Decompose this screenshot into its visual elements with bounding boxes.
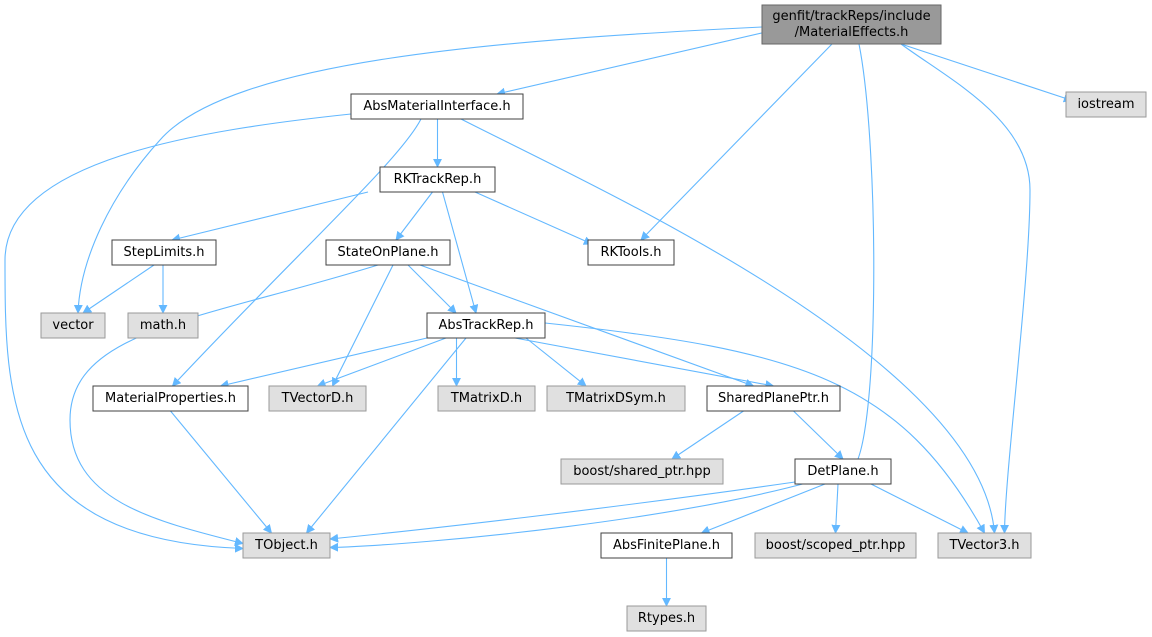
node-boost-shared-ptr-hpp: boost/shared_ptr.hpp: [560, 458, 724, 485]
node-rtypes-h: Rtypes.h: [626, 605, 707, 632]
node-tobject-h: TObject.h: [242, 532, 331, 559]
node-label: math.h: [140, 318, 186, 333]
node-label: AbsFinitePlane.h: [613, 538, 720, 553]
node-math-h: math.h: [127, 312, 199, 339]
edge-atr-to-tobj: [305, 337, 467, 534]
node-label: iostream: [1077, 97, 1134, 112]
edge-mp-to-tobj: [170, 410, 273, 534]
edge-me-to-vec: [73, 26, 763, 314]
node-label: DetPlane.h: [807, 464, 878, 479]
edge-rkr-to-rkt: [474, 191, 593, 245]
node-boost-scoped-ptr-hpp: boost/scoped_ptr.hpp: [754, 532, 917, 559]
node-label: AbsTrackRep.h: [438, 318, 533, 333]
node-label: vector: [52, 318, 94, 333]
edge-sop-to-spp: [419, 264, 755, 388]
node-box: [761, 4, 942, 45]
edge-atr-to-spp: [514, 337, 775, 389]
node-label: TMatrixD.h: [450, 391, 522, 406]
node-label: boost/shared_ptr.hpp: [573, 464, 711, 479]
node-tmatrixd-h: TMatrixD.h: [437, 385, 536, 412]
node-label: /MaterialEffects.h: [795, 25, 909, 40]
edge-dp-to-afp: [700, 483, 826, 535]
edge-atr-to-tv3: [544, 322, 985, 534]
edge-dp-to-bscp: [831, 483, 841, 534]
edge-me-to-ios: [900, 43, 1073, 103]
node-box: [1065, 91, 1147, 118]
edge-ami-to-tv3: [460, 118, 999, 534]
node-box: [350, 93, 524, 120]
node-label: boost/scoped_ptr.hpp: [766, 538, 906, 553]
node-tmatrixdsym-h: TMatrixDSym.h: [546, 385, 686, 412]
edge-ami-to-tobj: [4, 113, 352, 553]
node-label: genfit/trackReps/include: [772, 9, 930, 24]
node-label: AbsMaterialInterface.h: [363, 99, 510, 114]
node-box: [127, 312, 199, 339]
node-absmaterialinterface-h[interactable]: AbsMaterialInterface.h: [350, 93, 524, 120]
node-box: [242, 532, 331, 559]
node-tvector3-h: TVector3.h: [937, 532, 1032, 559]
edge-ami-to-mp: [171, 118, 422, 387]
node-box: [437, 385, 536, 412]
node-label: TMatrixDSym.h: [565, 391, 666, 406]
edge-me-to-ami: [496, 31, 765, 97]
nodes: genfit/trackReps/include/MaterialEffects…: [40, 4, 1147, 632]
node-box: [546, 385, 686, 412]
node-detplane-h[interactable]: DetPlane.h: [794, 458, 892, 485]
node-abstrackrep-h[interactable]: AbsTrackRep.h: [426, 312, 546, 339]
node-iostream: iostream: [1065, 91, 1147, 118]
node-label: TObject.h: [254, 538, 318, 553]
edge-rkr-to-sop: [395, 191, 433, 241]
node-label: SharedPlanePtr.h: [718, 391, 829, 406]
edge-spp-to-bsp: [671, 410, 744, 460]
node-box: [111, 239, 217, 266]
edge-dp-to-tv3: [870, 483, 969, 534]
edge-dp-to-tobj: [329, 481, 796, 543]
node-materialproperties-h[interactable]: MaterialProperties.h: [92, 385, 249, 412]
node-box: [587, 239, 675, 266]
node-box: [600, 532, 733, 559]
edge-rkr-to-atr: [441, 191, 479, 314]
node-box: [706, 385, 841, 412]
node-box: [754, 532, 917, 559]
node-label: Rtypes.h: [638, 611, 695, 626]
node-vector: vector: [40, 312, 106, 339]
edge-sop-to-tobj: [69, 264, 379, 546]
node-label: MaterialProperties.h: [105, 391, 236, 406]
node-box: [937, 532, 1032, 559]
node-absfiniteplane-h[interactable]: AbsFinitePlane.h: [600, 532, 733, 559]
node-box: [325, 239, 451, 266]
node-steplimits-h[interactable]: StepLimits.h: [111, 239, 217, 266]
edge-atr-to-tmds: [525, 337, 587, 387]
node-box: [794, 458, 892, 485]
node-stateonplane-h[interactable]: StateOnPlane.h: [325, 239, 451, 266]
node-box: [560, 458, 724, 485]
edge-me-to-rkt: [640, 43, 833, 241]
node-label: RKTrackRep.h: [394, 172, 482, 187]
node-box: [40, 312, 106, 339]
node-rktools-h[interactable]: RKTools.h: [587, 239, 675, 266]
edge-sl-to-vec: [82, 264, 155, 314]
node-label: StateOnPlane.h: [338, 245, 439, 260]
edge-atr-to-tvd: [316, 337, 447, 388]
node-label: StepLimits.h: [124, 245, 205, 260]
edge-spp-to-dp: [793, 410, 844, 460]
node-box: [92, 385, 249, 412]
node-box: [426, 312, 546, 339]
node-tvectord-h: TVectorD.h: [268, 385, 367, 412]
node-rktrackrep-h[interactable]: RKTrackRep.h: [379, 166, 496, 193]
edge-me-to-tv3: [900, 43, 1031, 534]
node-genfit-trackreps-include-materialeffects-h[interactable]: genfit/trackReps/include/MaterialEffects…: [761, 4, 942, 45]
node-sharedplaneptr-h[interactable]: SharedPlanePtr.h: [706, 385, 841, 412]
node-box: [268, 385, 367, 412]
node-label: TVectorD.h: [281, 391, 354, 406]
node-label: RKTools.h: [601, 245, 662, 260]
node-label: TVector3.h: [948, 538, 1019, 553]
edge-atr-to-mp: [219, 337, 428, 389]
edge-sop-to-tvd: [332, 264, 394, 387]
edge-rkr-to-sl: [171, 191, 369, 243]
node-box: [379, 166, 496, 193]
edge-sop-to-atr: [407, 264, 457, 314]
node-box: [626, 605, 707, 632]
